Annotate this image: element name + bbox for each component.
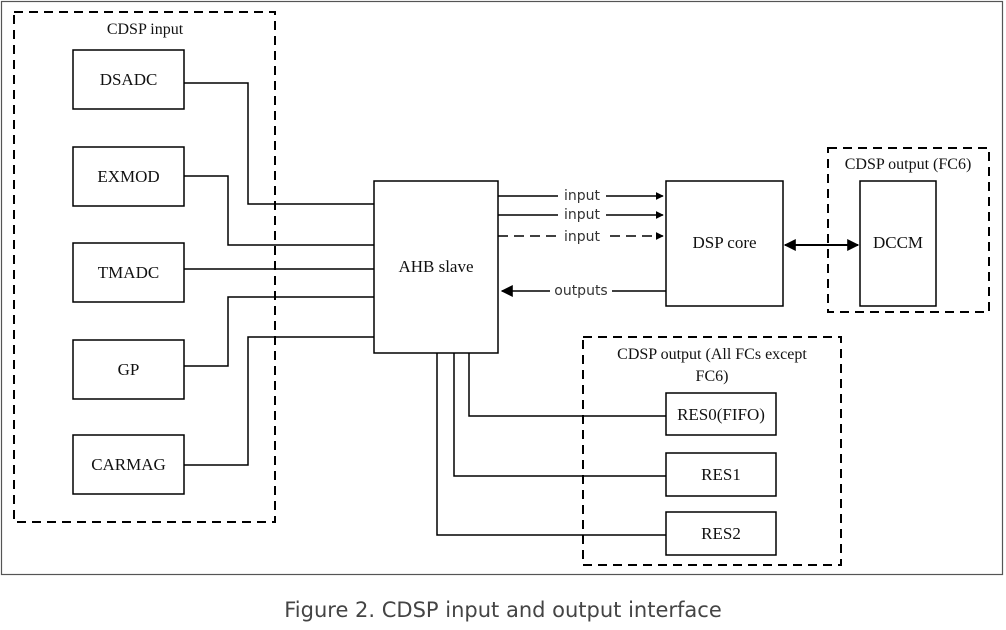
dsadc-block	[72, 49, 185, 110]
dsadc-connection	[184, 82, 374, 205]
exmod-block	[72, 146, 185, 207]
dsp-core-label: DSP core	[692, 233, 756, 252]
res2-block	[665, 511, 777, 556]
gp-label: GP	[118, 360, 140, 379]
exmod-connection	[184, 175, 374, 246]
res0-label: RES0(FIFO)	[677, 405, 765, 424]
input-arrow-label-3: input	[564, 229, 601, 245]
res0-block	[665, 392, 777, 436]
res2-label: RES2	[701, 524, 741, 543]
res2-connection	[436, 353, 666, 536]
exmod-label: EXMOD	[97, 167, 159, 186]
res1-connection	[453, 353, 666, 477]
figure-caption: Figure 2. CDSP input and output interfac…	[284, 598, 722, 622]
gp-block	[72, 339, 185, 400]
cdsp-output-fc6-title: CDSP output (FC6)	[845, 156, 972, 173]
carmag-connection	[184, 336, 374, 466]
cdsp-output-all-title-line2: FC6)	[696, 368, 729, 385]
dccm-label: DCCM	[873, 233, 923, 252]
cdsp-output-fc6-group	[827, 147, 990, 313]
dsp-core-block	[665, 180, 784, 307]
cdsp-input-title: CDSP input	[107, 21, 184, 38]
dsadc-label: DSADC	[100, 70, 158, 89]
dccm-block	[859, 180, 937, 307]
ahb-slave-block	[373, 180, 499, 354]
tmadc-block	[72, 242, 185, 303]
res1-label: RES1	[701, 465, 741, 484]
input-arrow-label-1: input	[564, 188, 601, 204]
outputs-arrow-label: outputs	[554, 283, 607, 299]
cdsp-output-all-title: CDSP output (All FCs except	[617, 346, 807, 363]
cdsp-output-all-group	[582, 336, 842, 566]
gp-connection	[184, 296, 374, 367]
carmag-label: CARMAG	[91, 455, 166, 474]
input-arrow-label-2: input	[564, 207, 601, 223]
cdsp-input-group	[13, 11, 276, 523]
figure-frame	[0, 0, 1004, 576]
ahb-slave-label: AHB slave	[398, 257, 473, 276]
res1-block	[665, 452, 777, 497]
res0-connection	[468, 353, 666, 417]
tmadc-label: TMADC	[98, 263, 159, 282]
